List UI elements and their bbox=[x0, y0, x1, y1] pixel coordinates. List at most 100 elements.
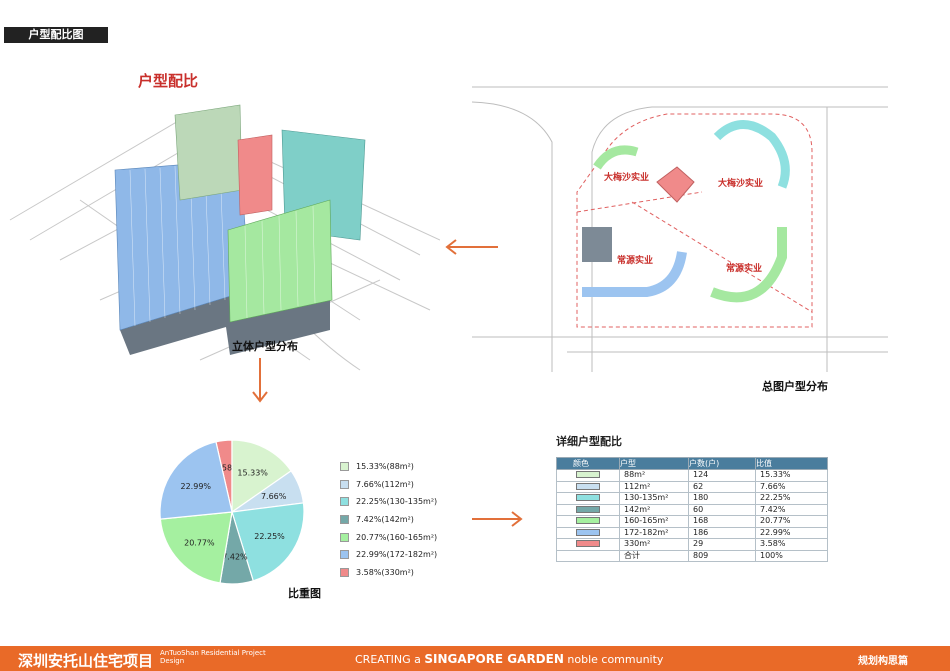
type-cell: 160-165m² bbox=[619, 515, 689, 528]
count-cell: 180 bbox=[688, 492, 756, 505]
color-cell bbox=[556, 492, 620, 505]
ratio-cell: 22.25% bbox=[755, 492, 828, 505]
legend-swatch bbox=[340, 550, 349, 560]
total-label: 合计 bbox=[619, 549, 689, 562]
pie-slice-label: 20.77% bbox=[184, 538, 215, 547]
legend-item: 3.58%(330m²) bbox=[340, 564, 437, 582]
legend-label: 22.25%(130-135m²) bbox=[356, 497, 438, 507]
ratio-cell: 3.58% bbox=[755, 538, 828, 551]
legend-label: 22.99%(172-182m²) bbox=[356, 550, 438, 560]
color-cell bbox=[556, 469, 620, 482]
count-cell: 29 bbox=[688, 538, 756, 551]
color-cell bbox=[556, 503, 620, 516]
legend-item: 7.42%(142m²) bbox=[340, 511, 437, 529]
site-green-nw bbox=[593, 145, 639, 170]
legend-label: 15.33%(88m²) bbox=[356, 462, 414, 472]
count-cell: 124 bbox=[688, 469, 756, 482]
ratio-cell: 15.33% bbox=[755, 469, 828, 482]
pie-slice bbox=[159, 511, 233, 584]
site-label: 常源实业 bbox=[726, 264, 763, 274]
arrow-down-icon bbox=[252, 358, 268, 403]
ratio-cell: 22.99% bbox=[755, 526, 828, 539]
legend-swatch bbox=[340, 532, 349, 542]
site-green-se bbox=[710, 227, 787, 303]
legend-swatch bbox=[340, 567, 349, 577]
color-swatch bbox=[576, 517, 600, 525]
slogan-post: noble community bbox=[567, 653, 664, 666]
legend-swatch bbox=[340, 497, 349, 507]
caption-3d: 立体户型分布 bbox=[232, 340, 298, 353]
color-cell bbox=[556, 526, 620, 539]
legend-item: 15.33%(88m²) bbox=[340, 458, 437, 476]
slogan-pre: CREATING a bbox=[355, 653, 421, 666]
table-title: 详细户型配比 bbox=[556, 435, 622, 448]
building-back bbox=[174, 104, 243, 201]
type-cell: 130-135m² bbox=[619, 492, 689, 505]
type-cell: 172-182m² bbox=[619, 526, 689, 539]
pie-slice-label: 22.99% bbox=[181, 482, 212, 491]
color-cell bbox=[556, 538, 620, 551]
arrow-right-icon bbox=[472, 511, 523, 527]
building-green-front bbox=[225, 199, 333, 355]
pie-slice bbox=[231, 502, 305, 582]
pie-slice-label: 3.58% bbox=[214, 464, 240, 473]
total-count: 809 bbox=[688, 549, 756, 562]
project-subtitle: AnTuoShan Residential Project Design bbox=[160, 649, 266, 665]
site-blue-sw bbox=[582, 251, 687, 297]
pie-slice-label: 7.42% bbox=[222, 553, 248, 562]
legend-label: 7.42%(142m²) bbox=[356, 515, 414, 525]
type-cell: 142m² bbox=[619, 503, 689, 516]
site-label: 大梅沙实业 bbox=[604, 173, 650, 183]
count-cell: 60 bbox=[688, 503, 756, 516]
type-cell: 112m² bbox=[619, 480, 689, 493]
ratio-cell: 7.66% bbox=[755, 480, 828, 493]
caption-siteplan: 总图户型分布 bbox=[762, 380, 828, 393]
color-swatch bbox=[576, 471, 600, 479]
legend-label: 3.58%(330m²) bbox=[356, 567, 414, 577]
header-type: 户型 bbox=[619, 457, 689, 470]
legend-item: 22.99%(172-182m²) bbox=[340, 546, 437, 564]
site-grey-block bbox=[582, 227, 612, 262]
pie-slice-label: 7.66% bbox=[261, 492, 287, 501]
table-header-row: 颜色 户型 户数(户) 比值 bbox=[556, 457, 828, 470]
color-swatch bbox=[576, 494, 600, 502]
pie-slice-label: 15.33% bbox=[237, 468, 268, 477]
section-tag: 户型配比图 bbox=[4, 27, 108, 43]
color-swatch bbox=[576, 482, 600, 490]
pie-slice bbox=[159, 441, 233, 520]
count-cell: 168 bbox=[688, 515, 756, 528]
site-label: 大梅沙实业 bbox=[718, 179, 764, 189]
caption-pie: 比重图 bbox=[288, 587, 321, 600]
site-label: 常源实业 bbox=[617, 256, 654, 266]
total-ratio: 100% bbox=[755, 549, 828, 562]
type-cell: 88m² bbox=[619, 469, 689, 482]
pie-legend: 15.33%(88m²) 7.66%(112m²) 22.25%(130-135m²… bbox=[340, 458, 437, 581]
color-swatch bbox=[576, 505, 600, 513]
legend-item: 20.77%(160-165m²) bbox=[340, 528, 437, 546]
legend-swatch bbox=[340, 515, 349, 525]
legend-item: 22.25%(130-135m²) bbox=[340, 493, 437, 511]
ratio-cell: 20.77% bbox=[755, 515, 828, 528]
page-title: 户型配比 bbox=[138, 72, 199, 90]
color-swatch bbox=[576, 528, 600, 536]
pie-slice bbox=[231, 439, 292, 514]
header-color: 颜色 bbox=[556, 457, 620, 470]
header-ratio: 比值 bbox=[755, 457, 828, 470]
count-cell: 186 bbox=[688, 526, 756, 539]
legend-label: 7.66%(112m²) bbox=[356, 479, 414, 489]
pie-chart: 3.58%15.33%7.66%22.25%7.42%20.77%22.99% bbox=[159, 439, 305, 585]
count-cell: 62 bbox=[688, 480, 756, 493]
legend-swatch bbox=[340, 479, 349, 489]
arrow-left-icon bbox=[445, 239, 498, 255]
site-red-block bbox=[656, 166, 695, 203]
footer-bar: 深圳安托山住宅项目 AnTuoShan Residential Project … bbox=[0, 646, 950, 671]
color-cell bbox=[556, 480, 620, 493]
ratio-cell: 7.42% bbox=[755, 503, 828, 516]
